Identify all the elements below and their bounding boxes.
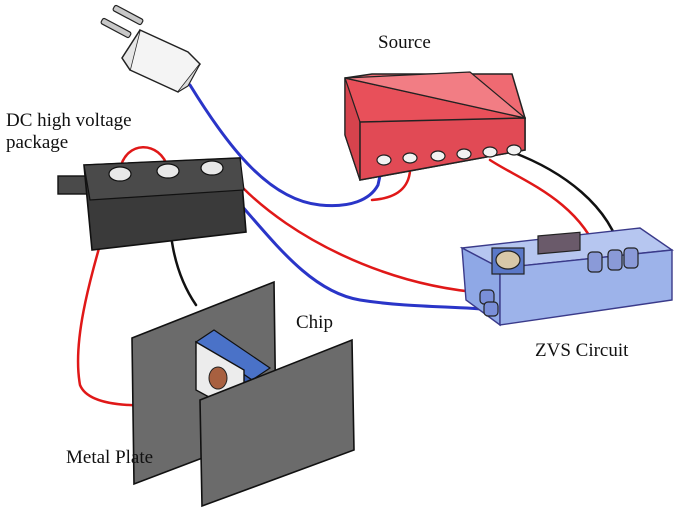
zvs-box bbox=[459, 227, 674, 327]
label-dc-line2: package bbox=[6, 132, 69, 153]
zvs-ic-chip bbox=[537, 231, 581, 255]
wires bbox=[76, 83, 624, 407]
label-dc-package: DC high voltage package bbox=[6, 110, 132, 154]
wire-dc-red-zvs bbox=[241, 186, 487, 295]
chip-holder bbox=[194, 329, 272, 418]
zvs-input-terminals bbox=[479, 289, 499, 317]
dc-package bbox=[57, 157, 247, 251]
zvs-inductor bbox=[491, 247, 525, 275]
chip-sample bbox=[208, 366, 228, 390]
wire-dc-blue-zvs bbox=[208, 170, 492, 312]
label-dc-line1: DC high voltage bbox=[6, 110, 132, 131]
dc-terminals bbox=[108, 160, 224, 182]
plug bbox=[100, 4, 202, 93]
zvs-capacitors bbox=[587, 247, 639, 273]
source-terminals bbox=[376, 144, 522, 166]
source-box bbox=[344, 71, 527, 181]
label-source: Source bbox=[378, 32, 431, 53]
label-chip: Chip bbox=[296, 312, 333, 333]
metal-plate-front bbox=[199, 338, 355, 508]
wire-plug-blue bbox=[188, 83, 385, 208]
wire-dc-loop-red bbox=[118, 146, 170, 172]
label-metal-plate: Metal Plate bbox=[66, 447, 154, 468]
label-zvs-circuit: ZVS Circuit bbox=[535, 340, 629, 361]
